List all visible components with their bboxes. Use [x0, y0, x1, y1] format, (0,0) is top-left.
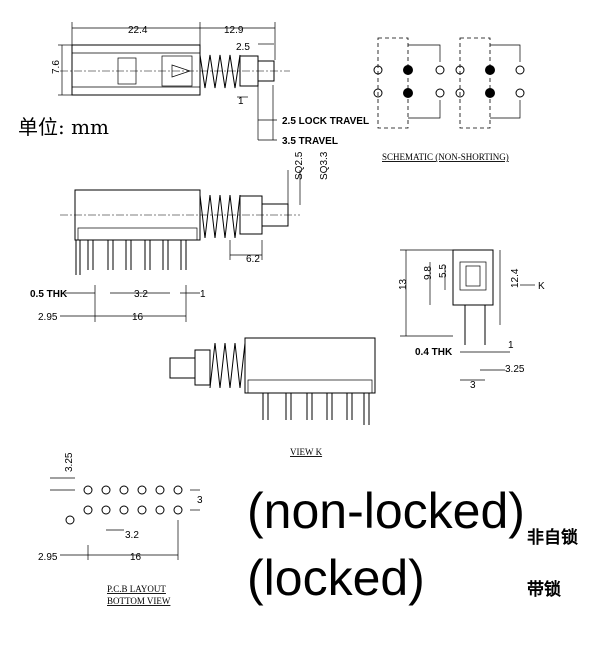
lock-travel: 2.5 LOCK TRAVEL	[282, 116, 369, 127]
non-locked-label: (non-locked)	[247, 483, 525, 539]
pitch-label: 3.2	[134, 289, 148, 300]
schematic-caption: SCHEMATIC (NON-SHORTING)	[382, 152, 509, 162]
view-k-caption: VIEW K	[290, 447, 323, 457]
top-view: 22.4 12.9 7.6 2.5 1 2.5 LOCK TRAVEL 3.5 …	[51, 22, 369, 147]
pcb-d3-label: 3	[197, 495, 203, 506]
h124-label: 12.4	[510, 268, 521, 288]
dim-height: 7.6	[51, 60, 62, 74]
units-label: 单位: mm	[18, 115, 109, 139]
pcb-pitch-label: 3.2	[125, 530, 139, 541]
schematic: SCHEMATIC (NON-SHORTING)	[373, 37, 525, 162]
dim-small: 1	[238, 96, 244, 107]
travel: 3.5 TRAVEL	[282, 136, 338, 147]
pcb-offset-label: 2.95	[38, 552, 58, 563]
side-view: SQ2.5 SQ3.3 6.2 0.5 THK 3.2 1 2.95 16	[30, 151, 330, 323]
end-d325-label: 3.25	[505, 364, 525, 375]
h55-label: 5.5	[438, 264, 449, 278]
end-d3-label: 3	[470, 380, 476, 391]
end-view: 13 9.8 5.5 12.4 K 0.4 THK 1 3 3.25	[398, 249, 545, 391]
sq1-dim: SQ2.5	[294, 151, 305, 180]
pcb-layout: 3.25 3 3.2 2.95 16 P.C.B LAYOUT BOTTOM V…	[38, 452, 203, 606]
thk-label: 0.5 THK	[30, 289, 68, 300]
offset-label: 2.95	[38, 312, 58, 323]
dim-plunger: 12.9	[224, 25, 244, 36]
end-d1-label: 1	[508, 340, 514, 351]
pcb-span-label: 16	[130, 552, 142, 563]
non-locked-cn-label: 非自锁	[527, 527, 578, 548]
locked-cn-label: 带锁	[527, 579, 561, 600]
h98-label: 9.8	[423, 266, 434, 280]
dim-plunger-width: 2.5	[236, 42, 250, 53]
dim-62: 6.2	[246, 254, 260, 265]
span-label: 16	[132, 312, 144, 323]
pcb-caption-2: BOTTOM VIEW	[107, 596, 171, 606]
view-k: VIEW K	[169, 337, 376, 457]
h13-label: 13	[398, 278, 409, 290]
dim-length: 22.4	[128, 25, 148, 36]
pcb-d325-label: 3.25	[64, 452, 75, 472]
pcb-caption-1: P.C.B LAYOUT	[107, 584, 166, 594]
sq2-dim: SQ3.3	[319, 151, 330, 180]
locking-labels: (non-locked) (locked) 非自锁 带锁	[247, 483, 578, 606]
dim-1-label: 1	[200, 289, 206, 300]
end-thk-label: 0.4 THK	[415, 347, 453, 358]
k-label: K	[538, 281, 545, 292]
locked-label: (locked)	[247, 550, 425, 606]
